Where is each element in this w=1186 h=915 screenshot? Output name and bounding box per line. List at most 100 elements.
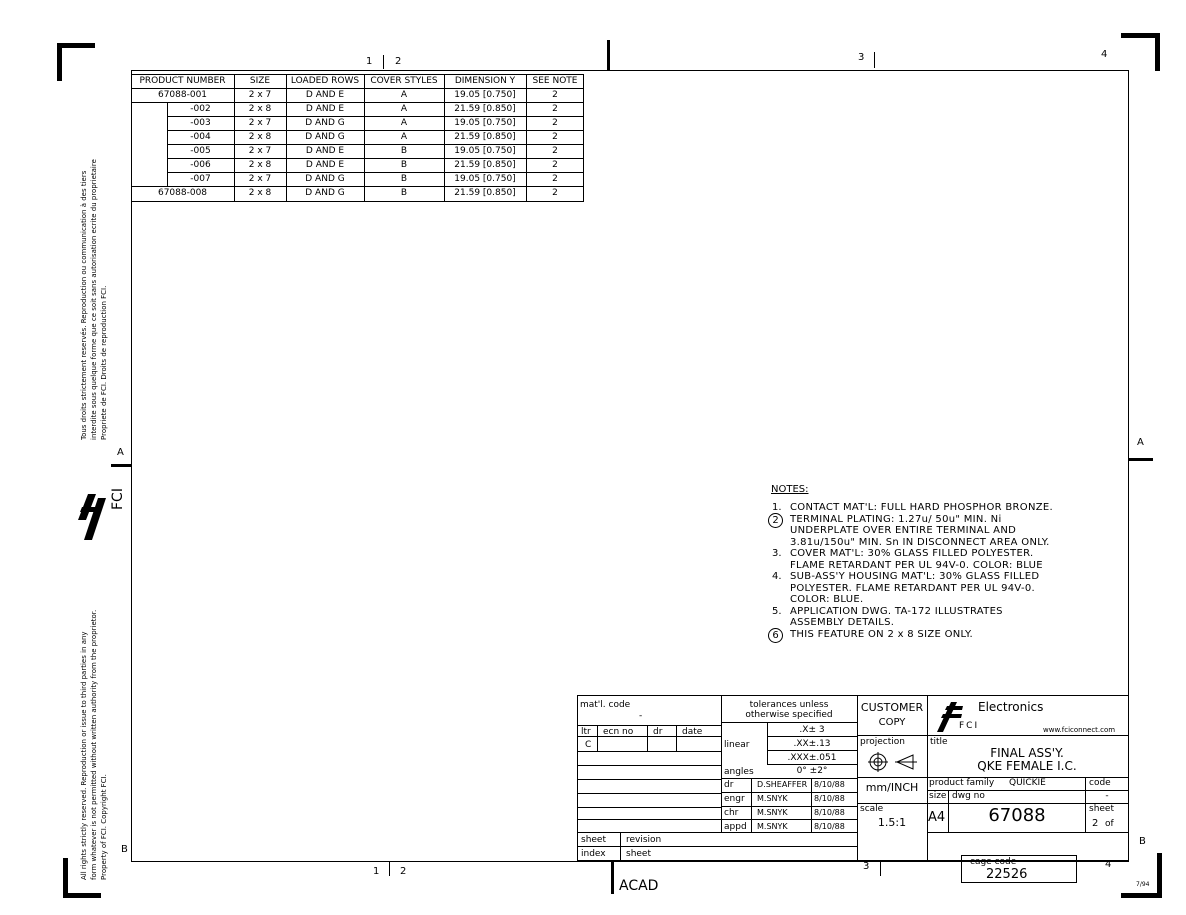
note-line: COVER MAT'L: 30% GLASS FILLED POLYESTER. — [790, 548, 1034, 559]
corner-bracket-bl-v — [63, 858, 68, 898]
note-line: ASSEMBLY DETAILS. — [790, 617, 895, 628]
note-line: THIS FEATURE ON 2 x 8 SIZE ONLY. — [790, 628, 973, 640]
table-cell: 2 x 8 — [248, 132, 272, 142]
projection-symbol-icon — [868, 752, 917, 772]
approval-date: 8/10/88 — [814, 794, 845, 803]
note-number: 2 — [768, 512, 783, 528]
table-cell: -005 — [190, 146, 211, 156]
approval-name: D.SHEAFFER — [757, 780, 808, 789]
company-sub: FCI — [959, 721, 980, 731]
corner-bracket-tr-v — [1155, 33, 1160, 71]
approval-name: M.SNYK — [757, 808, 788, 817]
approval-role: dr — [724, 780, 734, 790]
index-label: index — [581, 849, 606, 859]
note-line: UNDERPLATE OVER ENTIRE TERMINAL AND — [790, 525, 1017, 536]
approval-date: 8/10/88 — [814, 780, 845, 789]
product-table: PRODUCT NUMBER SIZE LOADED ROWS COVER ST… — [131, 74, 584, 202]
matl-code-value: - — [639, 711, 643, 721]
zone-bottom-3: 3 — [863, 861, 870, 872]
drawing-title-2: QKE FEMALE I.C. — [977, 759, 1077, 773]
corner-mark: 7/94 — [1136, 881, 1150, 888]
note-line: TERMINAL PLATING: 1.27u/ 50u" MIN. Ni — [790, 513, 1002, 525]
zone-bottom-4: 4 — [1105, 859, 1112, 870]
table-cell: D AND E — [305, 146, 345, 156]
copyright-french-1: Tous droits strictement reservés. Reprod… — [80, 170, 88, 440]
notes-heading: NOTES: — [771, 484, 809, 495]
zone-top-2: 2 — [395, 56, 402, 67]
table-cell: 19.05 [0.750] — [454, 90, 516, 100]
zone-top-3: 3 — [858, 52, 865, 63]
table-cell: 2 x 7 — [248, 90, 272, 100]
zone-bottom-1: 1 — [373, 866, 380, 877]
note-line: SUB-ASS'Y HOUSING MAT'L: 30% GLASS FILLE… — [790, 571, 1040, 582]
angles-label: angles — [724, 767, 754, 777]
table-cell: B — [400, 146, 408, 156]
table-header: COVER STYLES — [370, 76, 438, 86]
zone-tick — [874, 52, 875, 68]
zone-tick — [389, 862, 390, 876]
center-mark-left — [111, 464, 131, 467]
note-line: APPLICATION DWG. TA-172 ILLUSTRATES — [790, 605, 1003, 617]
table-cell: -006 — [190, 160, 211, 170]
title-label: title — [930, 737, 948, 747]
table-cell: 2 — [552, 118, 558, 128]
zone-right-b: B — [1139, 836, 1146, 847]
note-line: COLOR: BLUE. — [790, 594, 864, 605]
table-cell: D AND E — [305, 90, 345, 100]
zone-tick — [383, 55, 384, 69]
sheet-label-2: sheet — [626, 849, 651, 859]
fci-logo-icon — [78, 494, 106, 540]
table-cell: B — [400, 174, 408, 184]
frame-bottom — [131, 861, 1129, 862]
table-header: SIZE — [249, 76, 271, 86]
table-cell: B — [400, 160, 408, 170]
table-cell: A — [400, 90, 408, 100]
table-cell: -002 — [190, 104, 211, 114]
revision-label: revision — [626, 835, 662, 845]
table-cell: D AND E — [305, 104, 345, 114]
customer-copy-1: CUSTOMER — [860, 701, 924, 714]
zone-bottom-2: 2 — [400, 866, 407, 877]
copyright-english-1: All rights strictly reserved. Reproducti… — [80, 631, 88, 880]
corner-bracket-tl-v — [57, 43, 62, 81]
table-cell: 2 — [552, 146, 558, 156]
approval-name: M.SNYK — [757, 822, 788, 831]
drawing-title-1: FINAL ASS'Y. — [990, 746, 1064, 760]
copyright-english-3: Property of FCI. Copyright FCI. — [100, 774, 108, 880]
table-cell: 19.05 [0.750] — [454, 146, 516, 156]
cage-code-box: cage code 22526 — [961, 855, 1077, 883]
zone-right-a: A — [1137, 437, 1144, 448]
table-header: PRODUCT NUMBER — [139, 76, 226, 86]
corner-bracket-br — [1121, 893, 1161, 898]
table-cell: 67088-008 — [157, 188, 208, 198]
customer-copy-2: COPY — [878, 717, 906, 728]
table-cell: 2 x 8 — [248, 160, 272, 170]
approval-date: 8/10/88 — [814, 808, 845, 817]
tolerances-label-1: tolerances unless — [749, 700, 829, 710]
dr-label: dr — [653, 727, 663, 737]
of-label: of — [1105, 819, 1114, 829]
sheet-of-label: sheet — [1089, 804, 1114, 814]
note-line: POLYESTER. FLAME RETARDANT PER UL 94V-0. — [790, 582, 1036, 594]
tol-xx: .XX±.13 — [793, 739, 831, 749]
product-family-label: product family — [929, 778, 995, 788]
matl-code-label: mat'l. code — [580, 700, 631, 710]
zone-left-b: B — [121, 844, 128, 855]
note-number: 1. — [772, 502, 782, 513]
table-cell: 21.59 [0.850] — [454, 104, 516, 114]
table-cell: 2 — [552, 90, 558, 100]
note-line: FLAME RETARDANT PER UL 94V-0. COLOR: BLU… — [790, 559, 1043, 571]
center-mark-right — [1129, 458, 1153, 461]
note-number: 5. — [772, 605, 782, 617]
tol-x: .X± 3 — [799, 725, 825, 735]
frame-left — [131, 70, 132, 862]
table-cell: 21.59 [0.850] — [454, 160, 516, 170]
table-cell: 2 x 8 — [248, 104, 272, 114]
approval-role: engr — [724, 794, 745, 804]
table-cell: 2 x 7 — [248, 118, 272, 128]
website: www.fciconnect.com — [1043, 726, 1116, 734]
table-cell: -003 — [190, 118, 211, 128]
zone-left-a: A — [117, 447, 124, 458]
cage-code-value: 22526 — [986, 867, 1028, 882]
table-cell: D AND G — [305, 118, 345, 128]
